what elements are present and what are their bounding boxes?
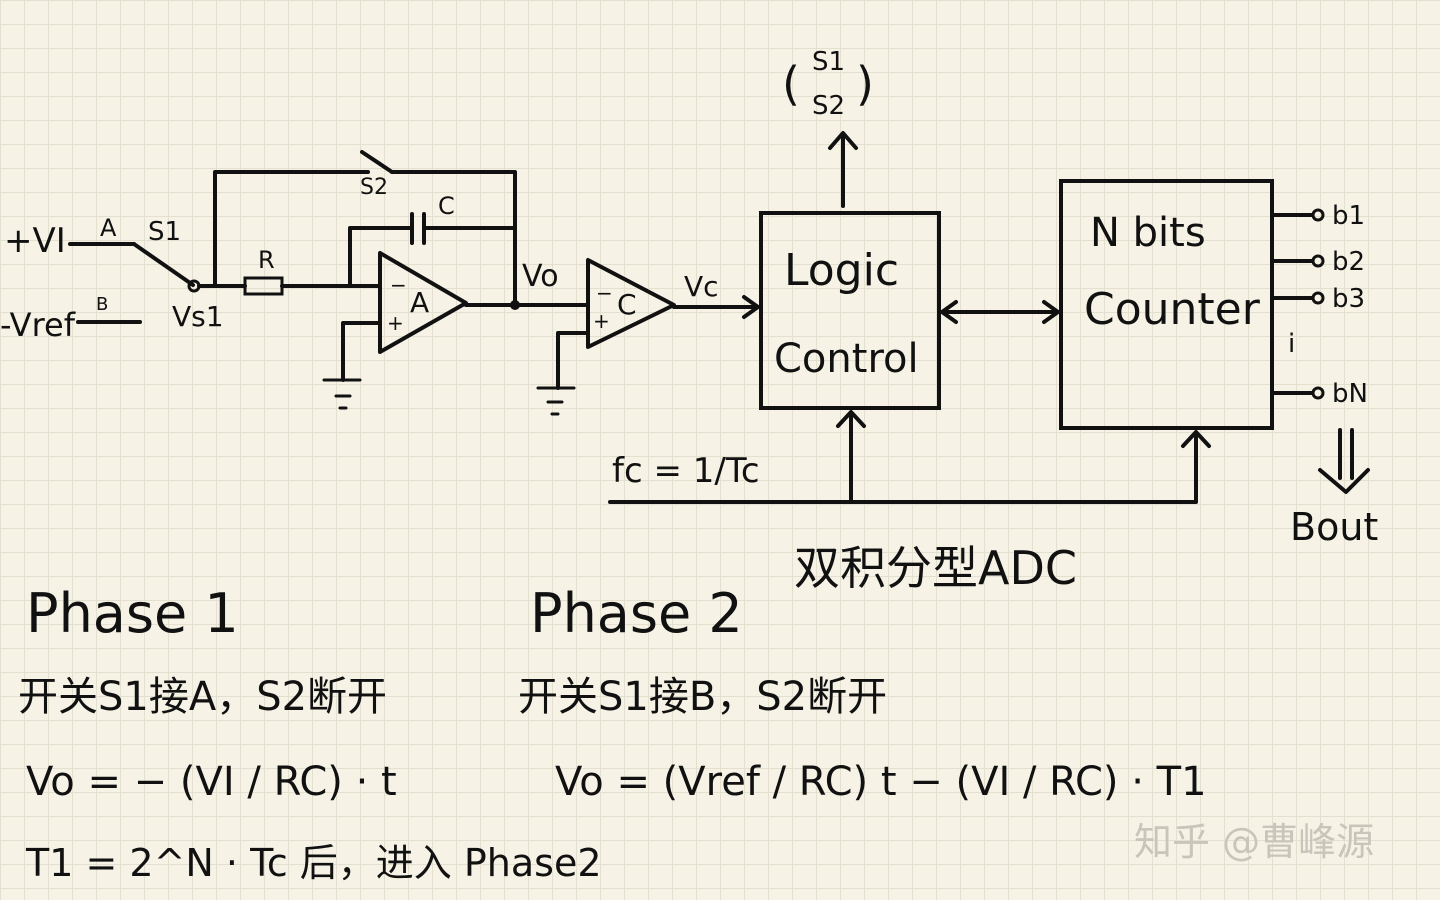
clock-section: fc = 1/Tc — [608, 410, 1211, 504]
clock-arrow-counter — [1181, 430, 1211, 448]
out-label-1: b1 — [1332, 201, 1365, 231]
opamp-c-minus: − — [596, 281, 613, 305]
clock-wire — [608, 434, 1198, 504]
vc-label: Vc — [684, 270, 719, 303]
input-minus-label: -Vref — [0, 306, 76, 344]
phase1-notes: Phase 1 开关S1接A，S2断开 Vo = − (VI / RC) · t… — [18, 582, 602, 885]
opamp-c-ground-wire — [556, 331, 590, 390]
out-pin-3 — [1311, 291, 1325, 305]
phase1-line1: 开关S1接A，S2断开 — [18, 674, 387, 720]
out-pin-n — [1311, 386, 1325, 400]
phase2-notes: Phase 2 开关S1接B，S2断开 Vo = (Vref / RC) t −… — [518, 582, 1207, 805]
input-plus-label: +VI — [4, 221, 66, 261]
phase1-line2: Vo = − (VI / RC) · t — [26, 759, 397, 805]
opamp-c — [586, 258, 676, 349]
counter-label-2: Counter — [1084, 284, 1261, 335]
opamp-c-plus: + — [593, 309, 610, 333]
opamp-a-ground-wire — [341, 321, 382, 382]
switch-s2 — [360, 150, 394, 174]
logic-control-box — [759, 211, 941, 410]
opamp-c-label: C — [617, 288, 637, 321]
switch-s2-label: S2 — [360, 175, 388, 200]
bout-arrow-head — [1318, 468, 1370, 494]
clock-arrow-logic — [836, 410, 866, 428]
out-pin-2 — [1311, 254, 1325, 268]
counter-label-1: N bits — [1090, 210, 1206, 256]
opamp-a — [378, 251, 468, 354]
opamp-a-minus: − — [390, 273, 407, 297]
comparator-section: − + C Vc — [536, 258, 760, 416]
bus-arrow-right — [1042, 300, 1060, 324]
s2-bypass-right — [390, 170, 517, 307]
node-a-label: A — [100, 214, 117, 242]
logic-control-section: Logic Control ( S1 S2 ) — [759, 47, 1060, 410]
phase2-heading: Phase 2 — [530, 582, 743, 645]
control-paren-close: ) — [856, 57, 874, 111]
counter-box — [1059, 179, 1274, 430]
out-label-2: b2 — [1332, 247, 1365, 277]
out-pin-1 — [1311, 208, 1325, 222]
bout-label: Bout — [1290, 505, 1378, 549]
phase1-line3: T1 = 2^N · Tc 后，进入 Phase2 — [25, 841, 602, 885]
capacitor-label: C — [438, 192, 455, 220]
resistor-label: R — [258, 246, 275, 274]
opamp-a-label: A — [410, 286, 429, 319]
resistor — [243, 276, 284, 296]
out-label-3: b3 — [1332, 284, 1365, 314]
switch-s1-label: S1 — [148, 217, 181, 247]
clock-label: fc = 1/Tc — [612, 451, 760, 491]
watermark: 知乎 @曹峰源 — [1134, 820, 1374, 864]
logic-label-2: Control — [774, 336, 919, 382]
vs1-label: Vs1 — [172, 300, 224, 333]
logic-label-1: Logic — [784, 245, 899, 296]
out-label-n: bN — [1332, 379, 1368, 409]
opamp-a-plus: + — [387, 311, 404, 335]
phase2-line2: Vo = (Vref / RC) t − (VI / RC) · T1 — [555, 759, 1207, 805]
control-paren-open: ( — [782, 57, 800, 111]
phase2-line1: 开关S1接B，S2断开 — [518, 674, 887, 720]
bus-arrow-left — [940, 300, 958, 324]
control-s1-label: S1 — [812, 47, 845, 77]
control-s2-label: S2 — [812, 91, 845, 121]
switch-s1 — [132, 242, 195, 287]
node-b-label: B — [96, 294, 108, 315]
vo-node — [510, 300, 520, 310]
cap-wire-left — [348, 226, 412, 288]
control-out-arrow — [828, 131, 858, 150]
phase1-heading: Phase 1 — [26, 582, 239, 645]
vo-label: Vo — [522, 259, 559, 294]
integrator-section: S2 R C − + A Vo — [197, 150, 590, 410]
out-label-ellipsis: i — [1288, 329, 1295, 359]
input-section: +VI A -Vref B S1 Vs1 — [0, 214, 224, 344]
counter-section: N bits Counter b1 b2 b3 i bN Bout — [1059, 179, 1378, 549]
arrow-vc — [742, 295, 760, 319]
diagram-title: 双积分型ADC — [794, 541, 1077, 595]
s2-bypass-left — [213, 170, 370, 288]
